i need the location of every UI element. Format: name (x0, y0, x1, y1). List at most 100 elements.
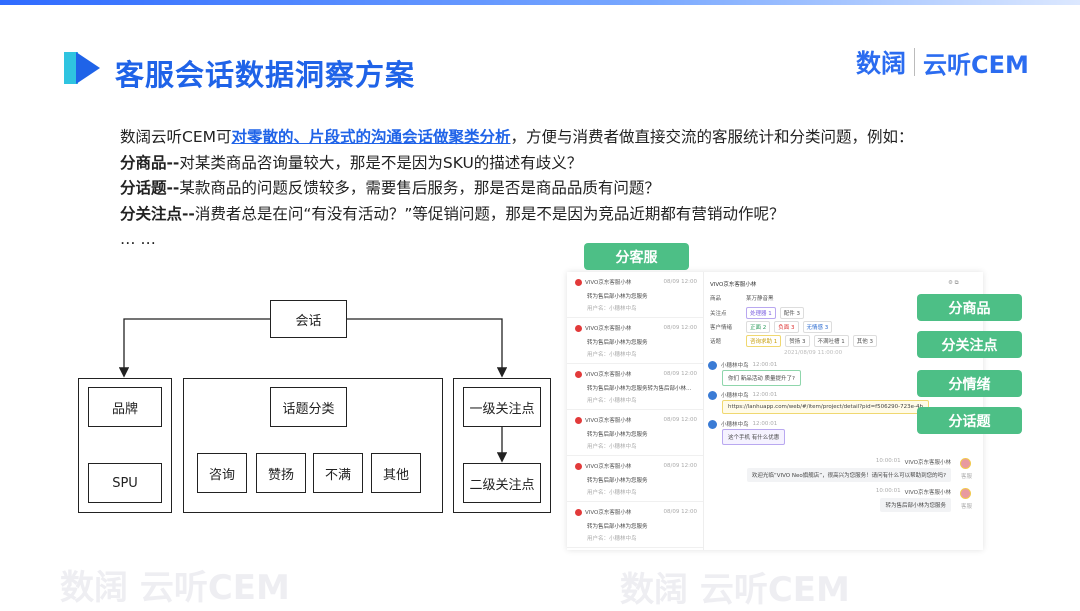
tag-by-focus: 分关注点 (917, 331, 1022, 358)
tag-by-emotion: 分情绪 (917, 370, 1022, 397)
ellipsis: … … (120, 230, 156, 248)
list-item-time: 08/09 12:00 (663, 371, 697, 377)
chat-message: https://lanhuapp.com/web/#/item/project/… (722, 400, 929, 414)
top-accent-bar (0, 0, 1080, 5)
avatar (575, 509, 582, 516)
list-item-time: 08/09 12:00 (663, 463, 697, 469)
product-label: 商品 (710, 296, 722, 302)
msg-time: 12:00:01 (752, 421, 778, 427)
node-focus-level2: 二级关注点 (463, 463, 541, 503)
example-item: 分关注点--消费者总是在问“有没有活动？”等促销问题，那是不是因为竞品近期都有营… (120, 202, 914, 228)
example-item: 分话题--某款商品的问题反馈较多，需要售后服务，那是否是商品品质有问题？ (120, 176, 914, 202)
list-item-user: 用户名：小穗林中鸟 (587, 306, 637, 312)
list-item-name: VIVO京东客服小林 (585, 510, 632, 516)
settings-icon[interactable]: ⚙ ⧉ (948, 280, 959, 286)
agent-role: 客服 (960, 504, 972, 510)
example-text: 消费者总是在问“有没有活动？”等促销问题，那是不是因为竞品近期都有营销动作呢？ (194, 204, 785, 223)
tag-by-service: 分客服 (584, 243, 689, 270)
node-other: 其他 (371, 453, 421, 493)
user-name: 小穗林中鸟 (721, 393, 749, 399)
brand-name: 数阔 (856, 49, 907, 78)
example-text: 对某类商品咨询量较大，那是不是因为SKU的描述有歧义？ (179, 153, 583, 172)
avatar (575, 463, 582, 470)
avatar (575, 417, 582, 424)
topic-group (183, 378, 443, 513)
agent-avatar (960, 488, 971, 499)
tag: 配件 3 (779, 307, 804, 319)
msg-time: 12:00:01 (752, 362, 778, 368)
list-item-msg: 转为售后部小林为您服务 (587, 432, 648, 438)
focus-label: 关注点 (710, 311, 727, 317)
user-name: 小穗林中鸟 (721, 363, 749, 369)
intro-highlight: 对零散的、片段式的沟通会话做聚类分析 (231, 128, 511, 146)
node-complaint: 不满 (313, 453, 363, 493)
example-label: 分话题-- (120, 179, 180, 197)
list-item-name: VIVO京东客服小林 (585, 280, 632, 286)
conversation-list: VIVO京东客服小林 08/09 12:00 转为售后部小林为您服务用户名：小穗林中… (567, 272, 704, 550)
intro-text: 数阔云听CEM可对零散的、片段式的沟通会话做聚类分析，方便与消费者做直接交流的客… (120, 125, 914, 253)
user-avatar (708, 391, 717, 400)
chat-reply: 欢迎光临“VIVO Neo旗舰店”，很高兴为您服务！请问有什么可以帮助到您的吗? (746, 468, 951, 482)
avatar (575, 325, 582, 332)
node-session: 会话 (270, 300, 347, 338)
list-item-user: 用户名：小穗林中鸟 (587, 352, 637, 358)
tag: 赞扬 3 (785, 335, 810, 347)
list-item-name: VIVO京东客服小林 (585, 326, 632, 332)
node-consult: 咨询 (197, 453, 247, 493)
list-item-user: 用户名：小穗林中鸟 (587, 490, 637, 496)
list-item-name: VIVO京东客服小林 (585, 464, 632, 470)
user-name: 小穗林中鸟 (721, 422, 749, 428)
list-item-time: 08/09 12:00 (663, 279, 697, 285)
intro-prefix: 数阔云听CEM可 (120, 128, 232, 146)
list-item-name: VIVO京东客服小林 (585, 418, 632, 424)
chat-reply: 转为售后部小林为您服务 (880, 498, 951, 512)
tag: 正面 2 (746, 321, 771, 333)
agent-name: VIVO京东客服小林 (904, 490, 951, 496)
topic-label: 话题 (710, 339, 722, 345)
list-item-msg: 转为售后部小林为您服务 (587, 524, 648, 530)
node-praise: 赞扬 (256, 453, 306, 493)
product-value: 某万静音黑 (746, 296, 774, 302)
list-item[interactable]: VIVO京东客服小林 08/09 12:00 转为售后部小林为您服务用户名：小穗林中… (567, 456, 703, 502)
list-item-msg: 转为售后部小林为您服务 (587, 478, 648, 484)
tag-by-product: 分商品 (917, 294, 1022, 321)
list-item-user: 用户名：小穗林中鸟 (587, 444, 637, 450)
logo-divider (914, 48, 916, 76)
example-label: 分关注点-- (120, 204, 195, 223)
focus-group (453, 378, 551, 513)
msg-time: 10:00:01 (875, 488, 901, 494)
list-item-time: 08/09 12:00 (663, 509, 697, 515)
agent-avatar (960, 458, 971, 469)
user-avatar (708, 420, 717, 429)
msg-time: 12:00:01 (752, 392, 778, 398)
example-label: 分商品-- (120, 153, 180, 172)
tag: 不满吐槽 1 (813, 335, 849, 347)
node-spu: SPU (88, 463, 162, 503)
product-name: 云听CEM (923, 50, 1029, 79)
node-topic: 话题分类 (270, 387, 347, 427)
tag: 处理器 1 (746, 307, 776, 319)
brand-group (78, 378, 172, 513)
intro-suffix: ，方便与消费者做直接交流的客服统计和分类问题，例如： (510, 128, 914, 146)
list-item-msg: 转为售后部小林为您服务转为售后部小林为您服... (587, 386, 695, 392)
chat-date: 2021/08/09 11:00:00 (784, 350, 843, 356)
example-text: 某款商品的问题反馈较多，需要售后服务，那是否是商品品质有问题？ (179, 179, 660, 197)
detail-header: VIVO京东客服小林 (710, 282, 757, 288)
agent-role: 客服 (960, 474, 972, 480)
play-logo-icon (64, 52, 100, 84)
avatar (575, 279, 582, 286)
list-item[interactable]: VIVO京东客服小林 08/09 12:00 转为售后部小林为您服务用户名：小穗林中… (567, 502, 703, 548)
list-item-user: 用户名：小穗林中鸟 (587, 536, 637, 542)
node-brand: 品牌 (88, 387, 162, 427)
emotion-label: 客户情绪 (710, 325, 733, 331)
list-item-msg: 转为售后部小林为您服务 (587, 340, 648, 346)
tag: 无情感 3 (802, 321, 833, 333)
brand-logo: 数阔 云听CEM (856, 44, 1029, 80)
